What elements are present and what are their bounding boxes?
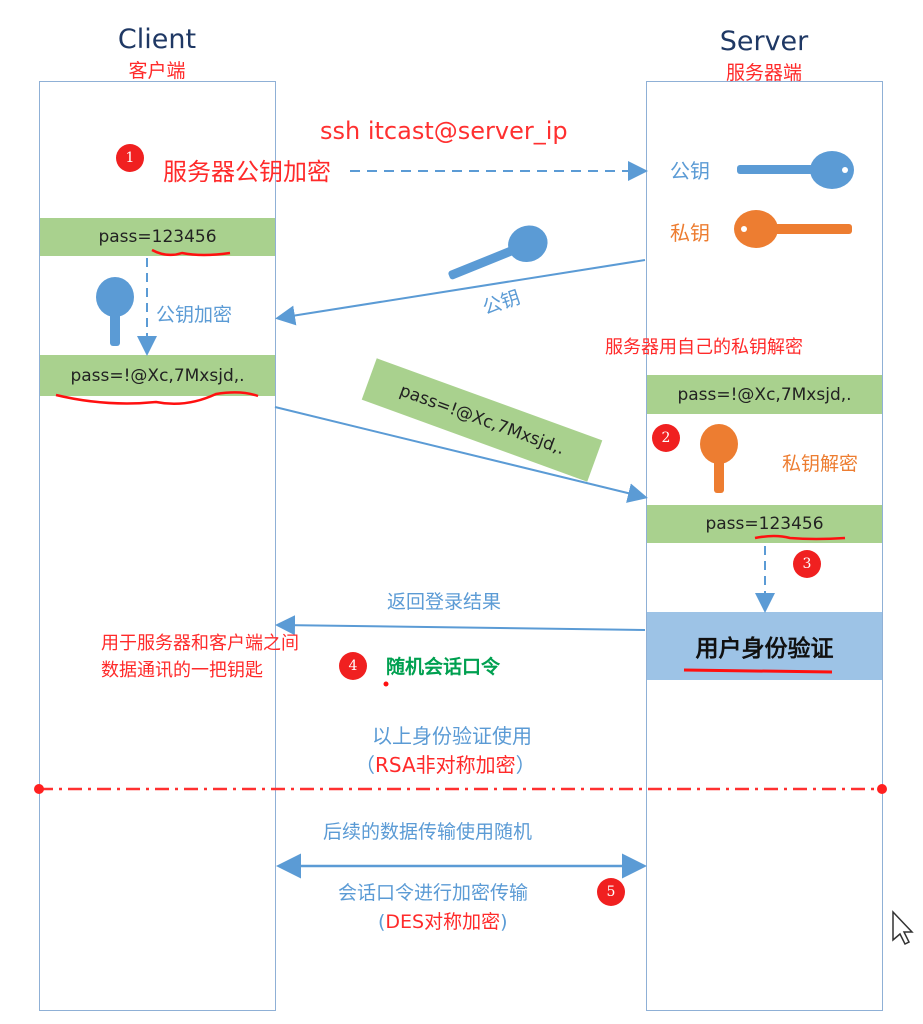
client-lifeline bbox=[39, 81, 276, 1011]
rsa-label: RSA非对称加密 bbox=[375, 753, 516, 777]
step-4-label: 随机会话口令 bbox=[386, 656, 501, 678]
client-title: Client bbox=[117, 24, 197, 55]
cipher-arrow bbox=[274, 406, 648, 503]
session-note-line2: 数据通讯的一把钥匙 bbox=[101, 660, 263, 681]
return-label: 返回登录结果 bbox=[387, 591, 502, 613]
rsa-note-line2: （RSA非对称加密） bbox=[355, 749, 536, 778]
server-subtitle: 服务器端 bbox=[725, 62, 802, 84]
client-subtitle: 客户端 bbox=[128, 60, 186, 82]
rsa-close-paren: ） bbox=[515, 753, 536, 777]
ssh-command-label: ssh itcast@server_ip bbox=[320, 117, 568, 145]
step-2-label: 私钥解密 bbox=[782, 453, 859, 475]
des-label: DES对称加密 bbox=[385, 911, 501, 933]
server-public-key-icon bbox=[737, 151, 854, 189]
client-public-key-icon bbox=[96, 277, 134, 346]
client-cipher-box: pass=!@Xc,7Mxsjd,. bbox=[40, 355, 275, 396]
step-3-badge: 3 bbox=[793, 550, 821, 578]
server-plain-box: pass=123456 bbox=[647, 505, 882, 543]
server-private-key-icon bbox=[734, 210, 852, 248]
des-note-line3: (DES对称加密) bbox=[378, 907, 508, 934]
client-encrypt-label: 公钥加密 bbox=[156, 304, 233, 326]
server-lifeline bbox=[646, 81, 883, 1011]
server-private-key-label: 私钥 bbox=[670, 221, 710, 245]
des-open-paren: ( bbox=[378, 911, 386, 933]
mouse-cursor-icon bbox=[892, 910, 914, 946]
rsa-note-line1: 以上身份验证使用 bbox=[372, 724, 532, 748]
server-cipher-box: pass=!@Xc,7Mxsjd,. bbox=[647, 375, 882, 414]
server-decrypt-note: 服务器用自己的私钥解密 bbox=[605, 337, 803, 358]
server-decrypt-key-icon bbox=[700, 424, 738, 493]
transfer-public-key-icon bbox=[448, 225, 548, 280]
des-note-line1: 后续的数据传输使用随机 bbox=[323, 821, 533, 843]
return-arrow bbox=[275, 615, 646, 636]
des-note-line2: 会话口令进行加密传输 bbox=[338, 882, 529, 904]
public-key-arrow bbox=[275, 259, 646, 326]
step-4-badge: 4 bbox=[339, 652, 367, 680]
step-5-badge: 5 bbox=[597, 878, 625, 906]
step-1-badge: 1 bbox=[116, 144, 144, 172]
step-1-label: 服务器公钥加密 bbox=[163, 158, 331, 186]
session-note-line1: 用于服务器和客户端之间 bbox=[101, 633, 299, 654]
des-close-paren: ) bbox=[500, 911, 508, 933]
server-public-key-label: 公钥 bbox=[670, 159, 710, 183]
client-plain-box: pass=123456 bbox=[40, 218, 275, 256]
server-title: Server bbox=[719, 26, 809, 57]
step-2-badge: 2 bbox=[652, 424, 680, 452]
rsa-open-paren: （ bbox=[355, 753, 375, 777]
